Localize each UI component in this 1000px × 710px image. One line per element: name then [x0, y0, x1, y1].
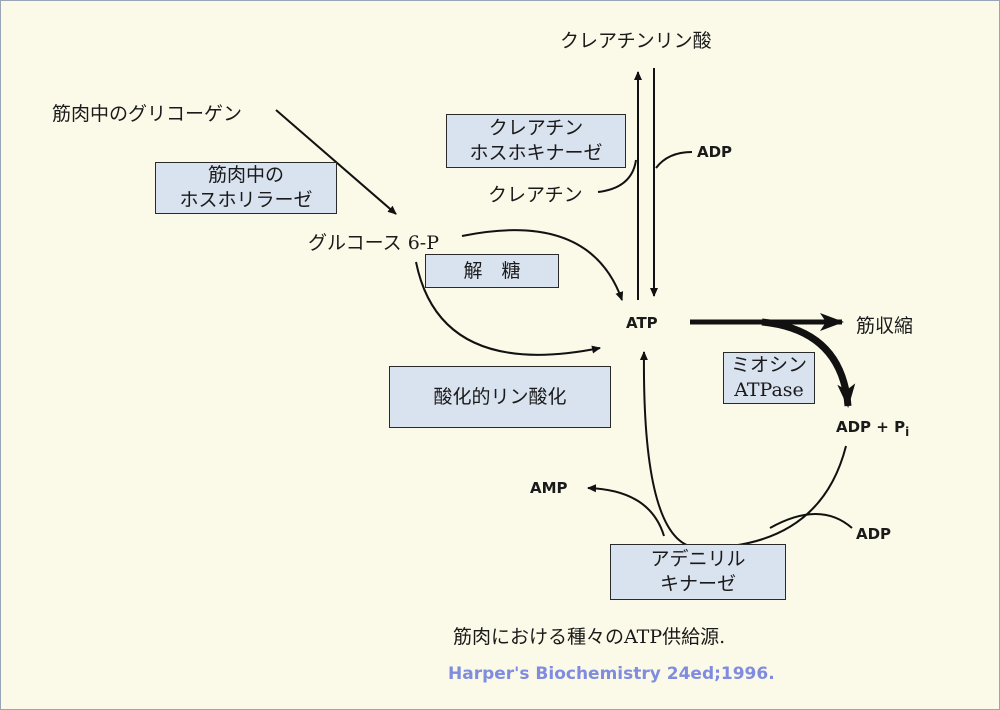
amp-label: AMP	[530, 479, 568, 497]
glycolysis-box: 解 糖	[425, 254, 559, 288]
source-credit: Harper's Biochemistry 24ed;1996.	[448, 664, 775, 684]
myosin-atpase-line1: ミオシン	[730, 354, 807, 377]
curve-adp-top	[655, 151, 693, 169]
myosin-atpase-line2: ATPase	[734, 379, 804, 401]
glycogen-label: 筋肉中のグリコーゲン	[52, 103, 243, 125]
contraction-label: 筋収縮	[856, 315, 914, 337]
creatine-kinase-line2: ホスホキナーゼ	[469, 142, 603, 164]
curve-adp-bottom	[769, 513, 853, 529]
atp-label: ATP	[626, 314, 658, 332]
figure-caption: 筋肉における種々のATP供給源.	[453, 626, 726, 648]
adenylate-kinase-line1: アデニリル	[650, 548, 746, 571]
pi-subscript: i	[905, 425, 910, 439]
phosphorylase-line1: 筋肉中の	[207, 164, 284, 187]
arrow-atp-to-adp-pi	[761, 318, 856, 408]
adp-bottom-label: ADP	[856, 525, 892, 543]
creatine-label: クレアチン	[488, 184, 583, 206]
arrow-glycolysis	[461, 229, 624, 301]
creatine-kinase-line1: クレアチン	[488, 117, 584, 140]
arrow-to-amp	[587, 484, 665, 537]
adenylate-kinase-box: アデニリル キナーゼ	[610, 544, 786, 600]
adp-pi-text: ADP + P	[836, 418, 906, 436]
phosphorylase-box: 筋肉中の ホスホリラーゼ	[155, 162, 337, 214]
curve-creatine	[597, 159, 637, 193]
creatine-kinase-box: クレアチン ホスホキナーゼ	[446, 114, 626, 168]
creatine-phosphate-label: クレアチンリン酸	[560, 30, 712, 52]
adp-top-label: ADP	[697, 143, 733, 161]
arrow-oxidative-phosphorylation	[415, 261, 601, 356]
glucose6p-label: グルコース 6-P	[308, 232, 440, 254]
myosin-atpase-box: ミオシン ATPase	[723, 352, 815, 404]
phosphorylase-line2: ホスホリラーゼ	[179, 189, 313, 211]
oxidative-phosphorylation-box: 酸化的リン酸化	[389, 366, 611, 428]
adenylate-kinase-line2: キナーゼ	[659, 573, 736, 595]
adp-pi-label: ADP + Pi	[836, 418, 909, 439]
